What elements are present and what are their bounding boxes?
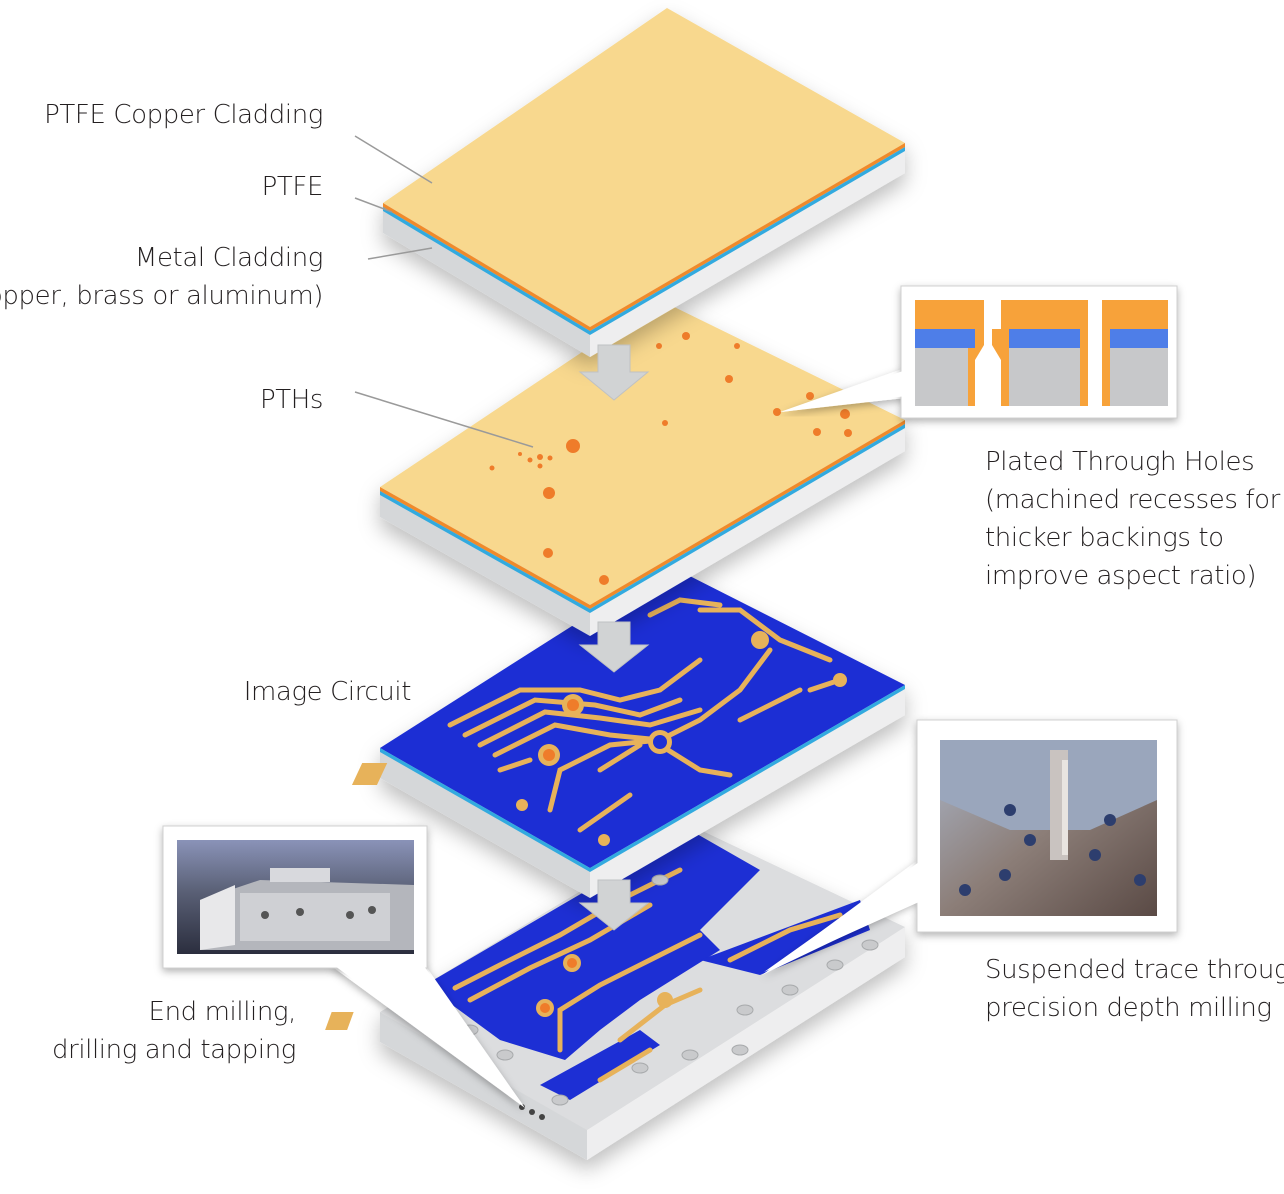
down-arrow-icon bbox=[578, 879, 650, 931]
label-pth-line1: Plated Through Holes bbox=[985, 447, 1255, 477]
label-plated-through-holes: Plated Through Holes (machined recesses … bbox=[985, 443, 1280, 595]
label-pth-line3: thicker backings to bbox=[985, 523, 1224, 553]
pth-board bbox=[380, 300, 905, 636]
label-pth-line4: improve aspect ratio) bbox=[985, 561, 1257, 591]
pth-cross-section bbox=[915, 300, 1168, 406]
suspended-trace-callout bbox=[762, 719, 1178, 975]
top-laminate bbox=[383, 8, 905, 357]
down-arrow-icon bbox=[578, 344, 650, 401]
end-milling-callout bbox=[162, 825, 525, 1108]
label-suspended-trace-line2: precision depth milling bbox=[985, 993, 1272, 1023]
pth-detail-callout bbox=[780, 285, 1178, 419]
suspended-trace-photo bbox=[940, 740, 1157, 916]
label-ptfe-copper-cladding: PTFE Copper Cladding bbox=[44, 100, 323, 130]
down-arrow-icon bbox=[578, 621, 650, 673]
leader-lines bbox=[354, 135, 534, 448]
label-end-milling-line1: End milling, bbox=[148, 997, 297, 1027]
label-suspended-trace-line1: Suspended trace through bbox=[985, 955, 1284, 985]
milled-circuit-area bbox=[425, 830, 760, 1060]
label-metal-cladding-line2: (copper, brass or aluminum) bbox=[0, 281, 323, 311]
end-milling-photo bbox=[177, 840, 414, 954]
label-pths: PTHs bbox=[259, 385, 323, 415]
label-image-circuit: Image Circuit bbox=[243, 677, 412, 707]
label-metal-cladding: Metal Cladding (copper, brass or aluminu… bbox=[0, 239, 323, 315]
label-suspended-trace: Suspended trace through precision depth … bbox=[985, 951, 1284, 1027]
process-arrows bbox=[578, 344, 650, 931]
milled-circuit-area bbox=[540, 1030, 660, 1100]
label-pth-line2: (machined recesses for bbox=[985, 485, 1280, 515]
machined-board bbox=[325, 825, 905, 1160]
label-end-milling: End milling, drilling and tapping bbox=[52, 993, 296, 1069]
label-ptfe: PTFE bbox=[261, 172, 324, 202]
label-metal-cladding-line1: Metal Cladding bbox=[134, 243, 323, 273]
pth-holes bbox=[489, 332, 852, 585]
image-circuit-board bbox=[351, 565, 905, 898]
label-end-milling-line2: drilling and tapping bbox=[51, 1035, 296, 1065]
